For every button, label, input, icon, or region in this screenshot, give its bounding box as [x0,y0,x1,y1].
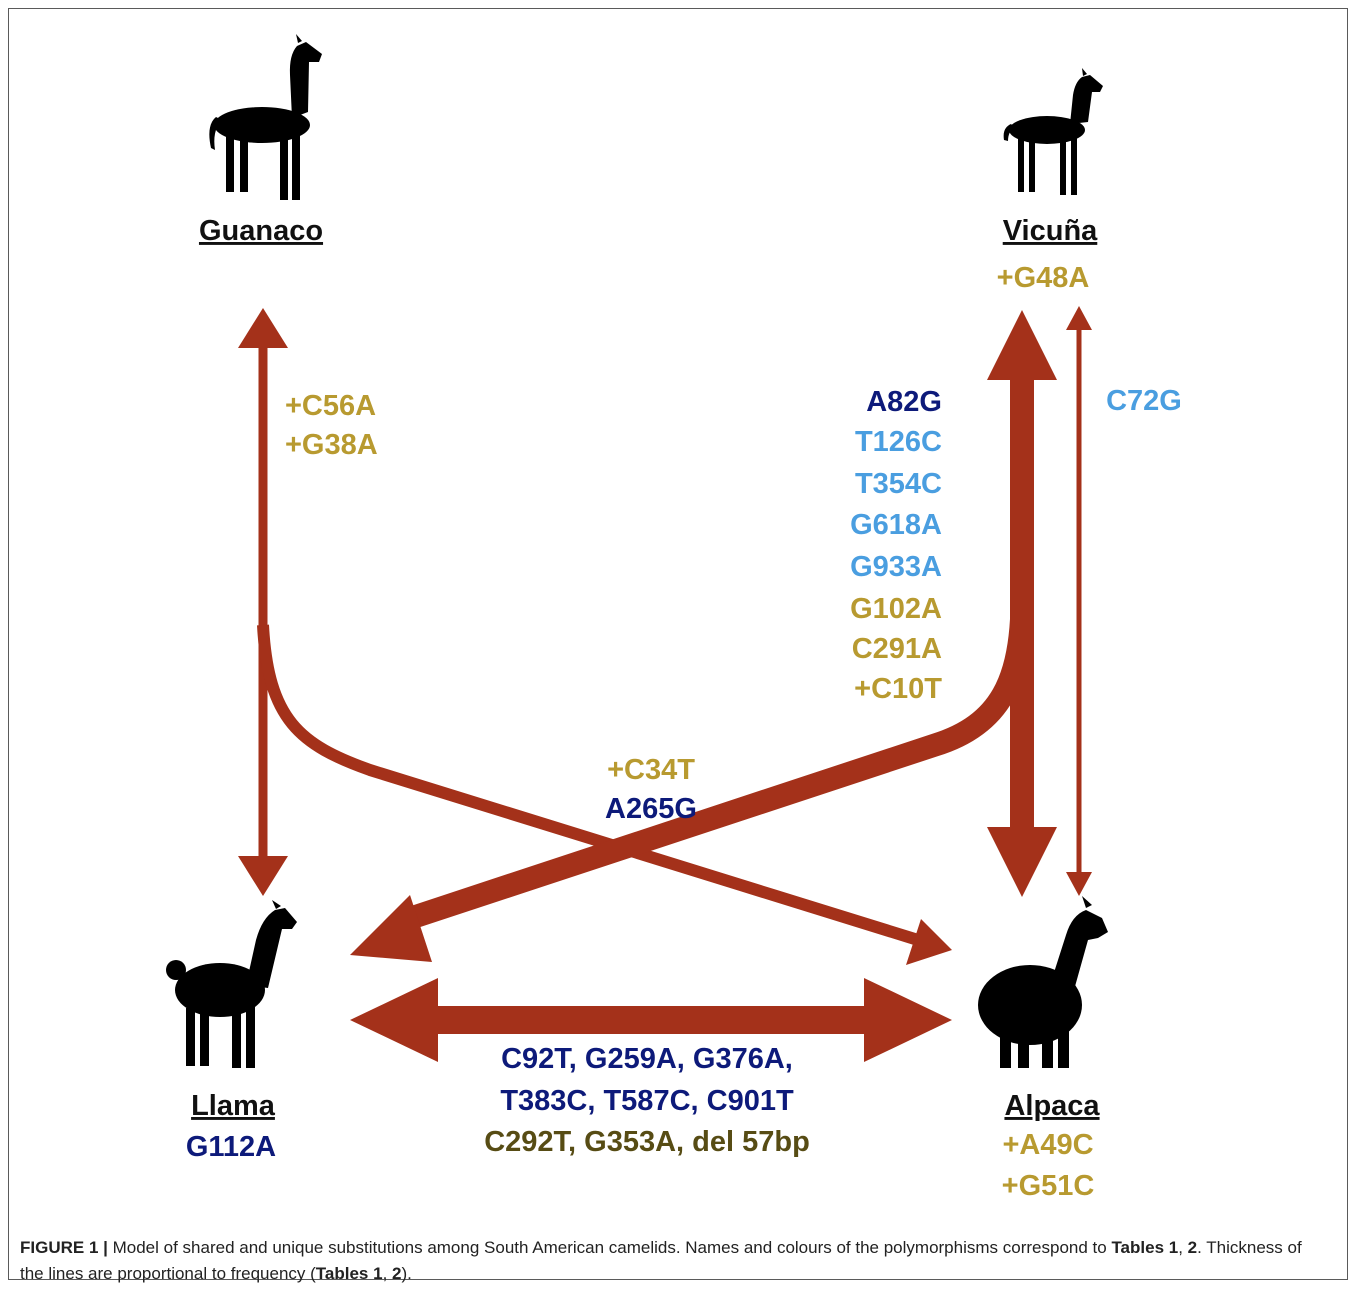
mutation-vicuna-alpaca-thin: C72G [1106,385,1182,417]
arrow-vicuna-alpaca-thin [1066,306,1092,896]
mutation-llama-unique: G112A [186,1131,276,1163]
alpaca-silhouette [978,896,1108,1068]
mutation-llama-alpaca-1: C92T, G259A, G376A, [501,1043,793,1075]
mutation-alpaca-unique-1: +A49C [1002,1129,1093,1161]
mutation-guanaco-llama-2: +G38A [285,429,378,461]
caption-text-1: Model of shared and unique substitutions… [107,1238,1112,1257]
caption-ref-2: 2 [1187,1238,1198,1257]
llama-silhouette [166,900,297,1068]
label-llama: Llama [191,1090,276,1122]
mutation-vicuna-unique: +G48A [997,262,1090,294]
mutation-list-llama-alpaca: C92T, G259A, G376A, T383C, T587C, C901T … [484,1043,810,1158]
arrow-vicuna-alpaca-thick [987,310,1057,897]
mutation-llama-alpaca-3: C292T, G353A, del 57bp [484,1126,810,1158]
mutation-vicuna-alpaca-3: T354C [855,468,942,500]
vicuna-silhouette [1003,68,1103,195]
caption-sep-1: , [1178,1238,1188,1257]
label-vicuna: Vicuña [1003,215,1098,247]
arrow-llama-alpaca [350,978,952,1062]
mutation-vicuna-alpaca-7: C291A [852,633,942,665]
caption-label: FIGURE 1 | [20,1238,108,1257]
label-guanaco: Guanaco [199,215,323,247]
guanaco-silhouette [209,34,322,200]
mutation-cross-2: A265G [605,793,697,825]
mutation-vicuna-alpaca-5: G933A [850,551,942,583]
caption-ref-4: 2 [392,1264,402,1283]
mutation-cross-1: +C34T [607,754,695,786]
caption-ref-3: Tables 1 [315,1264,383,1283]
mutation-vicuna-alpaca-4: G618A [850,509,942,541]
mutation-vicuna-alpaca-8: +C10T [854,673,942,705]
caption-text-2: . Thickness of the lines are proportiona… [20,1238,1302,1283]
caption-text-3: ). [401,1264,412,1283]
arrow-guanaco-llama [238,308,288,896]
camelid-substitution-diagram: Guanaco Vicuña Llama Alpaca +G48A +C56A … [166,34,1182,1202]
figure-caption: FIGURE 1 | Model of shared and unique su… [20,1235,1330,1287]
mutation-alpaca-unique-2: +G51C [1002,1170,1095,1202]
arrow-guanaco-alpaca [257,624,952,965]
mutation-llama-alpaca-2: T383C, T587C, C901T [500,1085,794,1117]
arrows [238,306,1092,1062]
mutation-list-vicuna-alpaca: A82G T126C T354C G618A G933A G102A C291A… [850,386,942,705]
figure-frame [8,8,1348,1280]
caption-sep-2: , [382,1264,393,1283]
mutation-guanaco-llama-1: +C56A [285,390,376,422]
mutation-vicuna-alpaca-1: A82G [866,386,942,418]
label-alpaca: Alpaca [1004,1090,1100,1122]
caption-ref-1: Tables 1 [1111,1238,1179,1257]
mutation-vicuna-alpaca-2: T126C [855,426,942,458]
mutation-vicuna-alpaca-6: G102A [850,593,942,625]
